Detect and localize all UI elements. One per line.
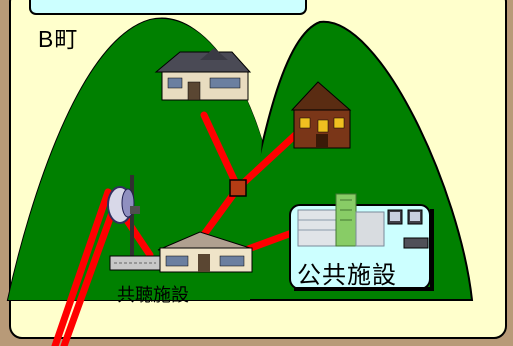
public-facility-icon — [297, 193, 429, 249]
title-tab — [29, 0, 307, 15]
cable-antenna-down-1 — [51, 188, 112, 346]
cable-antenna-down-2 — [60, 192, 122, 346]
town-label: B町 — [38, 26, 79, 52]
antenna-icon — [107, 175, 140, 262]
public-facility-label: 公共施設 — [297, 262, 397, 289]
facility-label: 共聴施設 — [117, 285, 189, 305]
brick-house-icon — [290, 81, 352, 149]
house-icon — [154, 48, 252, 101]
cable-house-to-junction — [200, 111, 242, 192]
headend-building-icon — [109, 231, 253, 273]
junction-box — [229, 179, 247, 197]
